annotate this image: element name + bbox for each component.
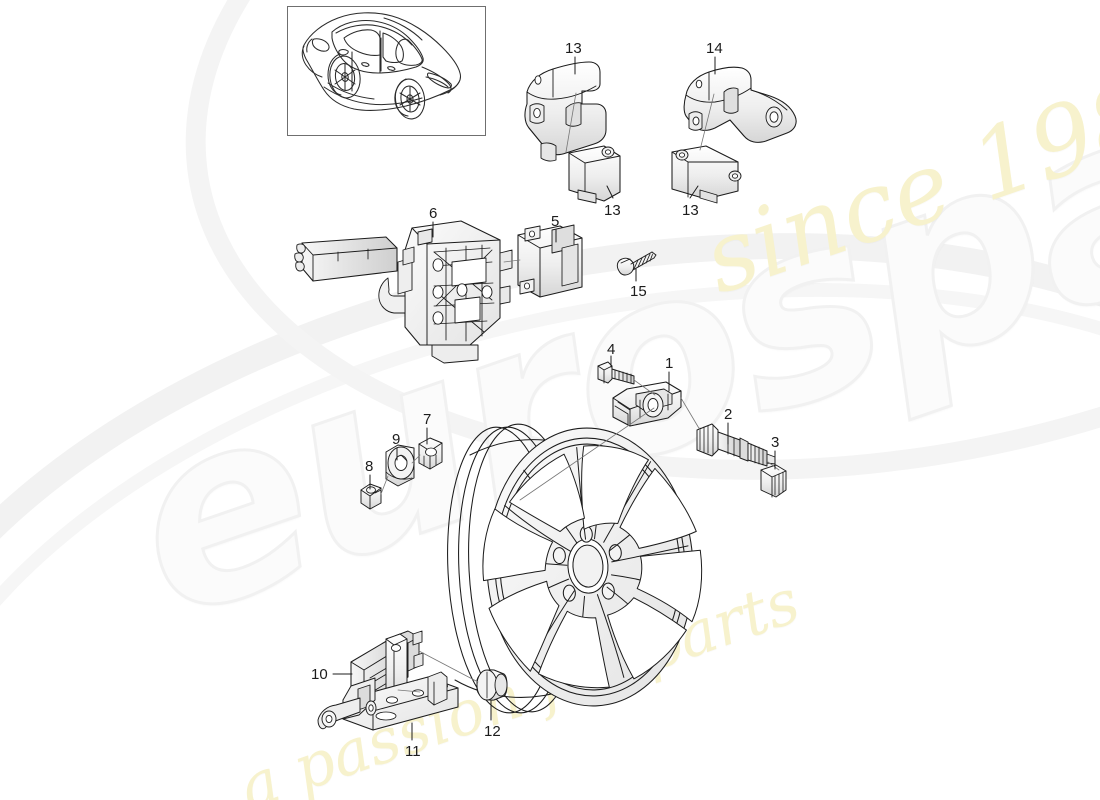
callout-3: 3 [771,434,780,451]
part-3-valve-cap [760,464,787,498]
part-7-valve-nut [418,437,443,470]
part-5-control-unit [517,224,583,298]
panamera-line-drawing [301,12,461,120]
vehicle-thumbnail-frame [287,6,486,136]
callout-13-left: 13 [604,202,621,219]
callout-1: 1 [665,355,674,372]
callout-10: 10 [311,666,328,683]
callout-9: 9 [392,431,401,448]
part-9-sealing-washer [385,444,415,487]
callout-15: 14 [706,40,723,57]
callout-7: 7 [423,411,432,428]
part-14-bracket-left [524,61,607,162]
callout-8: 8 [365,458,374,475]
callout-12: 12 [484,723,501,740]
part-12-rubber-grommet [476,669,508,701]
part-2-valve-stem [696,423,776,467]
callout-11: 11 [405,743,421,760]
callout-5: 5 [551,213,560,230]
callout-14: 13 [565,40,582,57]
alloy-wheel [447,423,703,714]
part-11-antenna-mounting-bracket [317,633,459,731]
callout-6: 6 [429,205,438,222]
part-6-antenna-module-bracket [294,220,513,364]
part-4-fixing-screw [597,361,635,385]
part-1-tyre-pressure-sensor [612,381,682,427]
callout-16: 15 [630,283,647,300]
callout-4: 4 [607,341,616,358]
callout-13-right: 13 [682,202,699,219]
callout-2: 2 [724,406,733,423]
part-13-retaining-clip-right [671,145,742,204]
part-16-self-tapping-screw [616,251,657,276]
part-15-bracket-right [683,66,797,143]
